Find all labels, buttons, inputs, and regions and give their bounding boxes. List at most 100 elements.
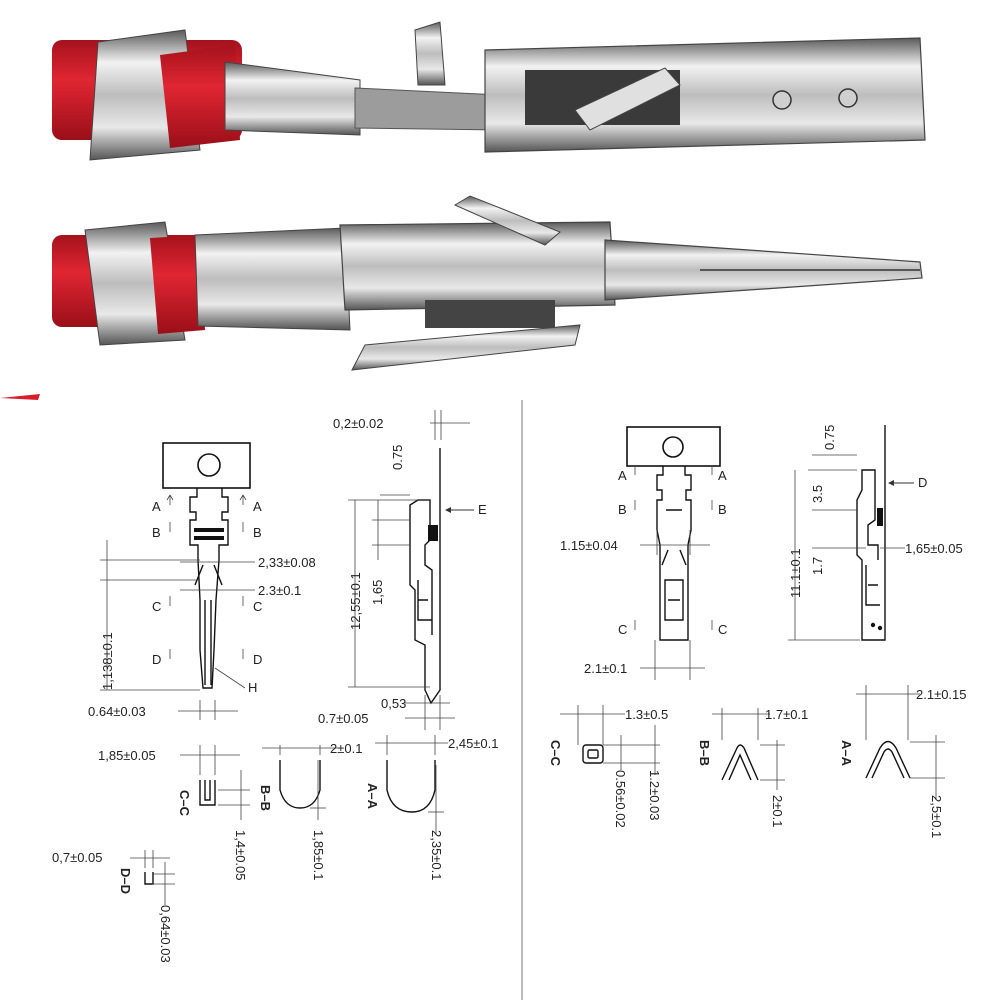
cc-h: 1,4±0.05 <box>233 830 248 881</box>
marker-h: H <box>248 680 257 695</box>
wire-crimp <box>224 61 361 136</box>
marker-a-right: A <box>718 468 727 483</box>
aa-name: A–A <box>365 783 380 810</box>
right-section-cc: 1.3±0.5 C–C 0.56±0.02 1.2±0.03 <box>548 705 668 828</box>
cc-name: C–C <box>177 790 192 817</box>
pin-body <box>339 221 616 311</box>
dim-07: 0.7±0.05 <box>318 711 369 726</box>
bb-profile <box>721 744 759 781</box>
cc-h2: 1.2±0.03 <box>647 770 662 821</box>
red-wire-over-crimp <box>150 235 205 334</box>
dim-064: 0.64±0.03 <box>88 704 146 719</box>
dim-02: 0,2±0.02 <box>333 416 384 431</box>
aa-name: A–A <box>839 740 854 767</box>
aa-profile <box>386 760 436 813</box>
side-spring <box>865 565 880 606</box>
marker-d-left: D <box>152 652 161 667</box>
side-crimp-band <box>877 508 883 526</box>
marker-c-left: C <box>618 622 627 637</box>
cc-w: 1,85±0.05 <box>98 748 156 763</box>
dim-233: 2,33±0.08 <box>258 555 316 570</box>
pilot-hole <box>197 453 221 477</box>
left-section-markers: A A B B C C D D H <box>152 494 262 695</box>
marker-b-right: B <box>253 525 262 540</box>
crimp-band-1 <box>194 528 224 532</box>
right-section-bb: 1.7±0.1 B–B 2±0.1 <box>697 707 808 827</box>
left-section-bb: 2±0.1 B–B 1,85±0.1 <box>258 741 362 881</box>
bb-h: 1,85±0.1 <box>311 830 326 881</box>
marker-a-left: A <box>618 468 627 483</box>
side-crimp-band <box>428 525 438 541</box>
marker-b-left: B <box>152 525 161 540</box>
dim-075-right: 0.75 <box>822 425 837 450</box>
cc-w: 1.3±0.5 <box>625 707 668 722</box>
bb-h: 2±0.1 <box>770 795 785 827</box>
spring-arms <box>194 564 223 685</box>
bb-w: 2±0.1 <box>330 741 362 756</box>
window-cutout <box>425 300 555 328</box>
cc-profile <box>199 780 216 806</box>
bb-w: 1.7±0.1 <box>765 707 808 722</box>
bb-name: B–B <box>697 740 712 766</box>
marker-b-left: B <box>618 502 627 517</box>
right-front-view <box>626 426 721 641</box>
marker-b-right: B <box>718 502 727 517</box>
marker-d-right: D <box>253 652 262 667</box>
dim-35: 3.5 <box>810 485 825 503</box>
locking-tab <box>414 21 446 86</box>
left-section-cc: 1,85±0.05 C–C 1,4±0.05 <box>98 745 250 881</box>
side-outline <box>409 448 441 705</box>
hole-1 <box>772 90 792 110</box>
aa-h: 2,35±0.1 <box>429 830 444 881</box>
lance-top <box>453 195 561 246</box>
right-section-markers: A A B B C C <box>618 465 727 637</box>
carrier-tab <box>626 426 721 467</box>
crimp-band-2 <box>194 536 224 540</box>
spring-latch <box>574 67 681 131</box>
lances <box>661 509 687 566</box>
red-wire-over-crimp <box>160 45 240 148</box>
aa-w: 2,45±0.1 <box>448 736 499 751</box>
contact-window <box>664 579 684 621</box>
transition-strip <box>354 87 501 131</box>
lance-bottom <box>351 324 581 371</box>
left-side-view: E 0,2±0.02 0.75 12,55±0.1 1,65 0,53 0.7±… <box>318 410 487 730</box>
pilot-hole <box>662 436 684 458</box>
dim-115: 1.15±0.04 <box>560 538 618 553</box>
marker-c-left: C <box>152 599 161 614</box>
photo-female-terminal <box>52 21 926 161</box>
marker-a-right: A <box>253 499 262 514</box>
side-spring <box>417 580 432 621</box>
dd-h: 0,64±0.03 <box>158 905 173 963</box>
wire-crimp <box>194 227 351 331</box>
cc-name: C–C <box>548 740 563 767</box>
left-section-dd: 0,7±0.05 D–D 0,64±0.03 <box>52 850 175 963</box>
cc-h1: 0.56±0.02 <box>613 770 628 828</box>
left-front-view <box>162 442 251 689</box>
dim-111: 11.1±0.1 <box>788 548 803 598</box>
aa-profile <box>865 740 911 779</box>
dim-1255: 12,55±0.1 <box>348 572 363 630</box>
terminal-outline <box>656 466 692 641</box>
dim-23: 2.3±0.1 <box>258 583 301 598</box>
dim-17: 1.7 <box>810 557 825 575</box>
cc-profile-inner <box>587 749 599 759</box>
hole-2 <box>838 88 858 108</box>
bb-name: B–B <box>258 785 273 811</box>
marker-d: D <box>918 475 927 490</box>
marker-a-left: A <box>152 499 161 514</box>
dd-profile <box>144 872 154 885</box>
aa-h: 2,5±0.1 <box>929 795 944 838</box>
side-outline <box>856 425 886 641</box>
aa-w: 2.1±0.15 <box>916 687 967 702</box>
dim-1138: 1,138±0.1 <box>100 632 115 690</box>
dd-name: D–D <box>118 868 133 894</box>
bb-profile <box>279 760 321 809</box>
dim-075-left: 0.75 <box>390 445 405 470</box>
marker-e: E <box>478 502 487 517</box>
cc-profile-outer <box>582 744 604 764</box>
dim-053: 0,53 <box>381 696 406 711</box>
photo-male-terminal <box>52 195 923 371</box>
marker-c-right: C <box>253 599 262 614</box>
